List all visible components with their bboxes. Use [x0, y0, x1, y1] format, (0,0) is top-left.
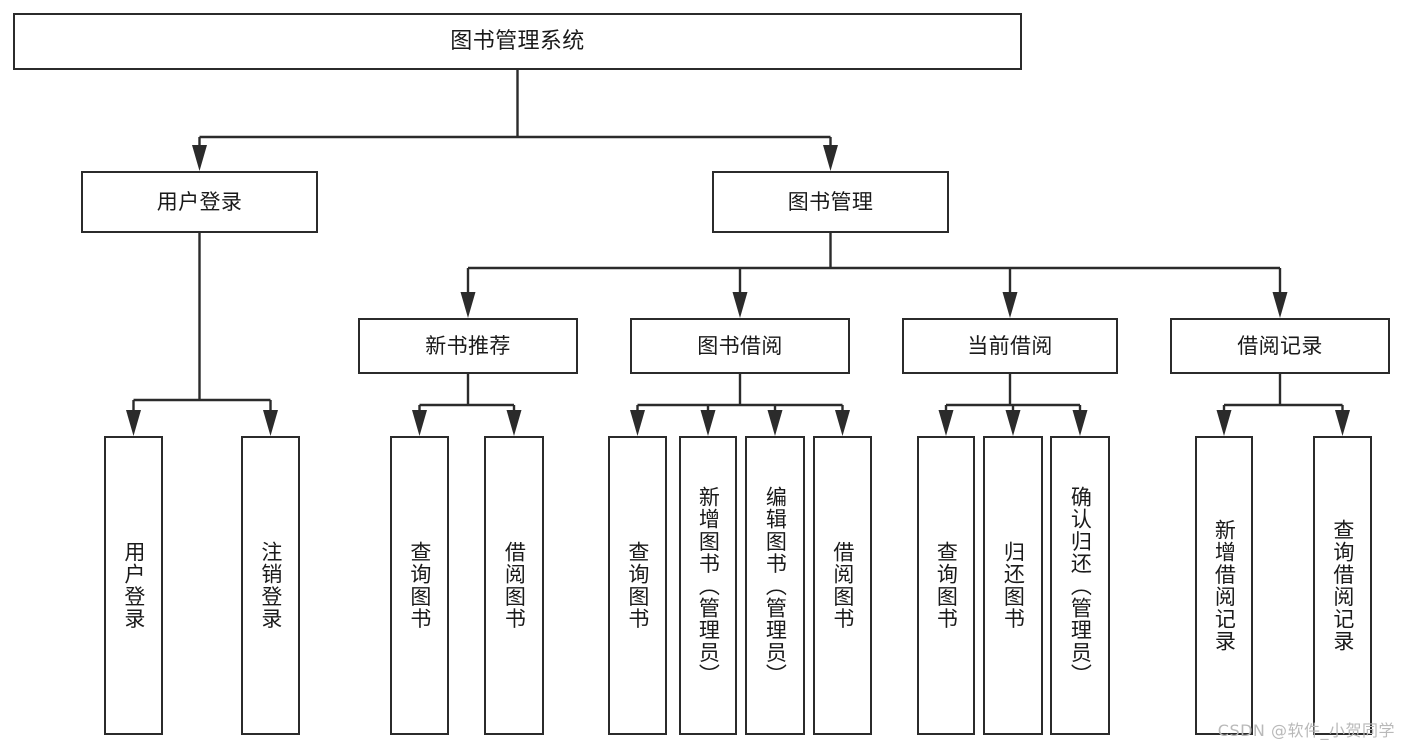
node-leaf-rec-add[interactable]: 新增借阅记录: [1195, 436, 1253, 735]
node-leaf-cur-return[interactable]: 归还图书: [983, 436, 1043, 735]
arrowhead-current-borrow: [1002, 292, 1018, 318]
arrowhead-borrow-record: [1272, 292, 1288, 318]
node-label-user-login: 用户登录: [156, 189, 243, 214]
node-label-leaf-borrow-add: 新增图书（管理员）: [696, 485, 721, 686]
node-new-book-rec[interactable]: 新书推荐: [358, 318, 578, 374]
arrowhead-leaf-user-logout: [263, 410, 278, 436]
arrowhead-user-login: [192, 145, 207, 171]
node-label-book-manage: 图书管理: [787, 189, 874, 214]
node-label-leaf-cur-query: 查询图书: [934, 541, 959, 630]
node-label-leaf-borrow-edit: 编辑图书（管理员）: [763, 485, 788, 686]
node-leaf-borrow-query[interactable]: 查询图书: [608, 436, 667, 735]
node-label-leaf-user-login: 用户登录: [121, 541, 146, 630]
node-leaf-cur-confirm[interactable]: 确认归还（管理员）: [1050, 436, 1110, 735]
node-leaf-rec-query2[interactable]: 查询借阅记录: [1313, 436, 1372, 735]
node-label-root: 图书管理系统: [450, 28, 585, 54]
arrowhead-leaf-rec-borrow: [506, 410, 522, 436]
node-label-current-borrow: 当前借阅: [967, 333, 1053, 358]
node-root[interactable]: 图书管理系统: [13, 13, 1022, 70]
node-leaf-cur-query[interactable]: 查询图书: [917, 436, 975, 735]
node-user-login[interactable]: 用户登录: [81, 171, 318, 233]
node-label-leaf-rec-borrow: 借阅图书: [502, 541, 527, 630]
node-leaf-borrow-add[interactable]: 新增图书（管理员）: [679, 436, 737, 735]
node-current-borrow[interactable]: 当前借阅: [902, 318, 1118, 374]
node-label-leaf-rec-query2: 查询借阅记录: [1330, 518, 1355, 653]
arrowhead-leaf-cur-query: [938, 410, 954, 436]
node-leaf-user-login[interactable]: 用户登录: [104, 436, 163, 735]
arrowhead-leaf-rec-query2: [1335, 410, 1350, 436]
node-book-manage[interactable]: 图书管理: [712, 171, 949, 233]
node-label-leaf-rec-add: 新增借阅记录: [1212, 518, 1237, 653]
arrowhead-leaf-borrow-query: [630, 410, 645, 436]
node-leaf-user-logout[interactable]: 注销登录: [241, 436, 300, 735]
node-label-new-book-rec: 新书推荐: [425, 333, 511, 358]
node-leaf-rec-borrow[interactable]: 借阅图书: [484, 436, 544, 735]
arrowhead-book-manage: [823, 145, 838, 171]
arrowhead-book-borrow: [732, 292, 748, 318]
arrowhead-leaf-borrow-add: [700, 410, 716, 436]
node-label-book-borrow: 图书借阅: [697, 333, 783, 358]
node-borrow-record[interactable]: 借阅记录: [1170, 318, 1390, 374]
node-label-leaf-user-logout: 注销登录: [258, 541, 283, 630]
arrowhead-leaf-user-login: [126, 410, 141, 436]
arrowhead-leaf-cur-return: [1005, 410, 1021, 436]
node-book-borrow[interactable]: 图书借阅: [630, 318, 850, 374]
arrowhead-new-book-rec: [460, 292, 476, 318]
arrowhead-leaf-borrow-edit: [767, 410, 783, 436]
node-label-borrow-record: 借阅记录: [1237, 333, 1323, 358]
arrowhead-leaf-rec-add: [1216, 410, 1232, 436]
node-label-leaf-cur-return: 归还图书: [1001, 541, 1026, 630]
node-label-leaf-cur-confirm: 确认归还（管理员）: [1068, 485, 1093, 686]
arrowhead-leaf-cur-confirm: [1072, 410, 1088, 436]
node-label-leaf-rec-query: 查询图书: [407, 541, 432, 630]
node-leaf-borrow-do[interactable]: 借阅图书: [813, 436, 872, 735]
node-label-leaf-borrow-query: 查询图书: [625, 541, 650, 630]
node-leaf-rec-query[interactable]: 查询图书: [390, 436, 449, 735]
arrowhead-leaf-rec-query: [412, 410, 427, 436]
node-label-leaf-borrow-do: 借阅图书: [830, 541, 855, 630]
arrowhead-leaf-borrow-do: [835, 410, 850, 436]
watermark: CSDN @软件_小贺同学: [1217, 721, 1395, 740]
node-leaf-borrow-edit[interactable]: 编辑图书（管理员）: [745, 436, 805, 735]
